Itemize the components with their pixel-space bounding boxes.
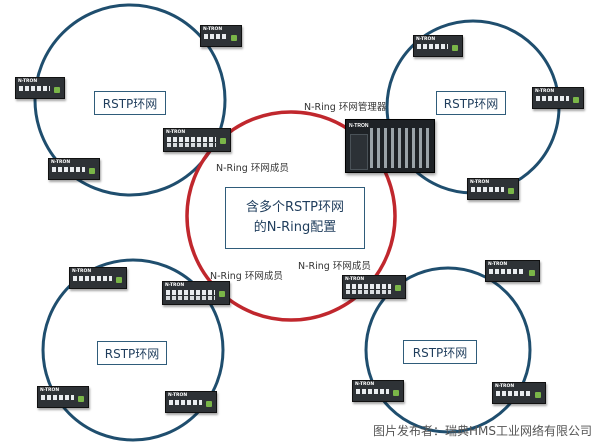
n-ring-member-caption-lower-left: N-Ring 环网成员	[210, 271, 283, 282]
switch-device: N-TRON	[48, 158, 100, 180]
switch-device: N-TRON	[485, 260, 540, 282]
publisher-watermark: 图片发布者：瑞典HMS工业网络有限公司	[373, 424, 592, 438]
switch-device: N-TRON	[165, 391, 217, 413]
rstp-ring-label-top-right: RSTP环网	[436, 91, 506, 115]
n-ring-member-caption-upper: N-Ring 环网成员	[216, 163, 289, 174]
rstp-ring-label-bottom-right: RSTP环网	[403, 340, 477, 364]
n-ring-member-switch-lower-left: N-TRON	[162, 281, 230, 305]
rstp-ring-top-left	[33, 3, 227, 197]
n-ring-member-switch-upper: N-TRON	[163, 128, 231, 152]
switch-device: N-TRON	[37, 386, 89, 408]
n-ring-member-caption-lower-right: N-Ring 环网成员	[298, 261, 371, 272]
switch-device: N-TRON	[413, 35, 463, 57]
switch-device: N-TRON	[352, 380, 404, 402]
n-ring-manager-caption: N-Ring 环网管理器	[304, 102, 387, 113]
n-ring	[185, 110, 397, 322]
switch-device: N-TRON	[492, 382, 546, 404]
rstp-ring-bottom-left	[41, 258, 225, 442]
switch-device: N-TRON	[15, 77, 65, 99]
switch-device: N-TRON	[69, 267, 127, 289]
rstp-ring-label-top-left: RSTP环网	[94, 91, 166, 115]
switch-device: N-TRON	[467, 178, 519, 200]
switch-device: N-TRON	[532, 87, 584, 109]
center-line-1: 含多个RSTP环网	[245, 200, 345, 215]
rstp-ring-label-bottom-left: RSTP环网	[97, 341, 167, 365]
n-ring-member-switch-lower-right: N-TRON	[342, 275, 406, 299]
n-ring-config-box: 含多个RSTP环网 的N-Ring配置	[225, 187, 365, 249]
rstp-ring-bottom-right	[364, 266, 532, 434]
center-line-2: 的N-Ring配置	[253, 220, 337, 235]
switch-device: N-TRON	[200, 25, 242, 47]
n-ring-manager-switch: N-TRON	[345, 119, 435, 173]
